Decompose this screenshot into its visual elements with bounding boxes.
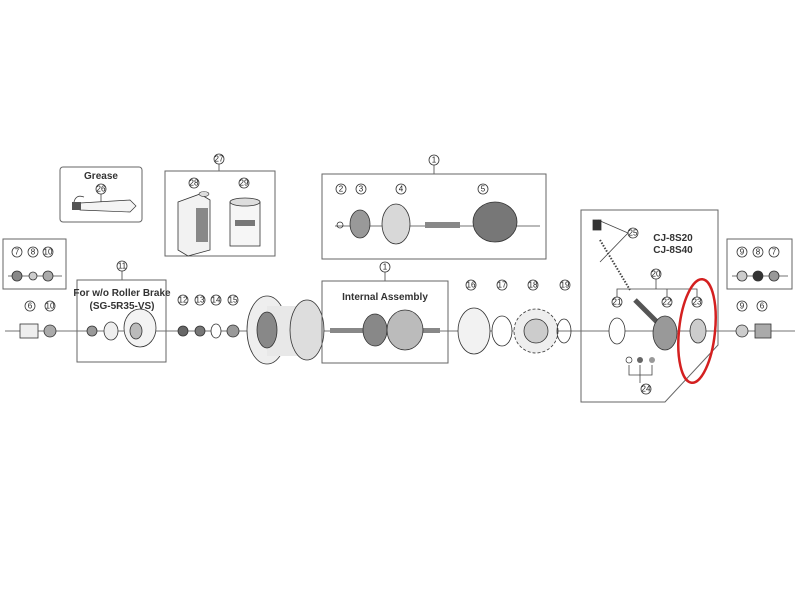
- cassette-joint-model-1: CJ-8S20: [653, 233, 693, 244]
- callout-1-mid: 1: [383, 263, 388, 272]
- axle-nut-icon: [754, 323, 772, 339]
- callout-18: 18: [529, 281, 538, 290]
- bell-crank-icon: [652, 315, 678, 351]
- internal-parts-box: 1 2 3 4 5: [321, 154, 547, 260]
- callout-24: 24: [642, 385, 651, 394]
- bracket-icon: [689, 318, 707, 344]
- callout-3: 3: [359, 185, 364, 194]
- roller-brake-title: For w/o Roller Brake: [73, 288, 171, 299]
- callout-10-bottom: 10: [46, 302, 55, 311]
- roller-brake-model: (SG-5R35-VS): [89, 301, 154, 312]
- internal-assembly-box: 1 Internal Assembly: [321, 261, 449, 364]
- callout-13: 13: [196, 296, 205, 305]
- right-axle-parts: 9 6: [735, 300, 772, 339]
- callout-21: 21: [613, 298, 622, 307]
- hub-shell-icon: [246, 295, 325, 365]
- callout-4: 4: [399, 185, 404, 194]
- grease-title: Grease: [84, 171, 118, 182]
- callout-23: 23: [693, 298, 702, 307]
- callout-16: 16: [467, 281, 476, 290]
- oil-can-icon: [177, 191, 211, 257]
- callout-10-top: 10: [44, 248, 53, 257]
- callout-14: 14: [212, 296, 221, 305]
- dust-cap-icon: [457, 307, 491, 355]
- callout-8-left: 8: [31, 248, 36, 257]
- ring-gear-icon: [381, 203, 411, 245]
- planetary-unit-icon: [472, 201, 518, 243]
- cassette-joint-box: CJ-8S20 CJ-8S40 25 20 21 22 23 24: [580, 209, 719, 403]
- axle-nut-icon: [19, 323, 39, 339]
- cassette-joint-model-2: CJ-8S40: [653, 245, 693, 256]
- roller-brake-box: 11 For w/o Roller Brake (SG-5R35-VS): [73, 260, 171, 363]
- callout-9-bottom: 9: [740, 302, 745, 311]
- grease-box: Grease 26: [59, 166, 143, 223]
- driver-parts: 16 17 18 19: [457, 279, 572, 355]
- cone-bearing-parts: 12 13 14 15: [177, 294, 240, 339]
- callout-22: 22: [663, 298, 672, 307]
- callout-5: 5: [481, 185, 486, 194]
- callout-1-top: 1: [432, 156, 437, 165]
- callout-6-left: 6: [28, 302, 33, 311]
- grease-tube-icon: [79, 199, 137, 213]
- callout-2: 2: [339, 185, 344, 194]
- callout-20: 20: [652, 270, 661, 279]
- snap-ring-icon: [336, 221, 344, 229]
- callout-6-right: 6: [760, 302, 765, 311]
- callout-9-top: 9: [740, 248, 745, 257]
- gear-icon: [349, 209, 371, 239]
- callout-7-right: 7: [772, 248, 777, 257]
- callout-17: 17: [498, 281, 507, 290]
- right-nut-set-box: 9 8 7: [726, 238, 793, 290]
- callout-25: 25: [629, 229, 638, 238]
- left-nut-set-box: 7 8 10: [2, 238, 67, 290]
- left-axle-parts: 6 10: [19, 300, 57, 339]
- callout-19: 19: [561, 281, 570, 290]
- highlight-circle-part-23: [677, 278, 717, 384]
- grease-jar-icon: [229, 197, 261, 247]
- callout-26: 26: [97, 185, 106, 194]
- callout-12: 12: [179, 296, 188, 305]
- callout-15: 15: [229, 296, 238, 305]
- callout-29: 29: [240, 179, 249, 188]
- callout-8-right: 8: [756, 248, 761, 257]
- callout-7-left: 7: [15, 248, 20, 257]
- callout-27: 27: [215, 155, 224, 164]
- internal-assembly-title: Internal Assembly: [342, 292, 428, 303]
- callout-28: 28: [190, 179, 199, 188]
- lubricant-kit-box: 27 28 29: [164, 153, 276, 257]
- callout-11: 11: [118, 262, 127, 271]
